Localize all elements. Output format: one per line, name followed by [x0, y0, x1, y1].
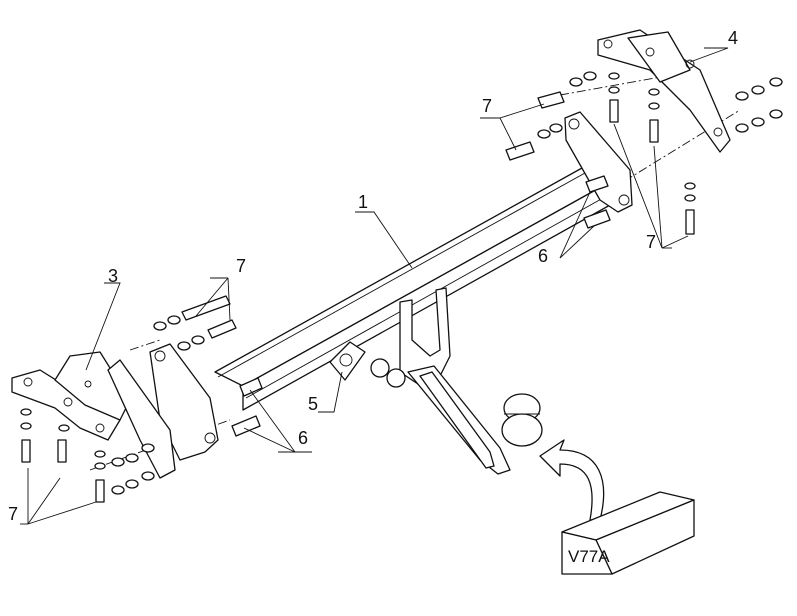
socket-plate	[329, 341, 366, 381]
label-part-7-left-top: 7	[236, 256, 246, 276]
label-part-7-right-top: 7	[482, 96, 492, 116]
label-part-3: 3	[108, 266, 118, 286]
towball-assembly	[370, 287, 543, 475]
label-part-7-right-bottom: 7	[646, 232, 656, 252]
bracket-right	[597, 29, 731, 153]
fasteners-center-right	[583, 175, 611, 229]
fasteners-right-side	[735, 77, 783, 133]
bracket-left	[11, 351, 176, 479]
right-mount-plate	[564, 111, 633, 213]
fasteners-right-bottom	[608, 72, 696, 235]
fasteners-left-side	[111, 443, 155, 495]
fasteners-left-bottom	[20, 408, 106, 503]
label-part-6-left: 6	[298, 428, 308, 448]
label-part-1: 1	[358, 192, 368, 212]
product-box	[561, 491, 695, 575]
label-part-6-right: 6	[538, 246, 548, 266]
fasteners-center-left	[231, 377, 263, 437]
fasteners-right-top	[505, 71, 597, 161]
fasteners-left-top	[153, 295, 237, 351]
label-part-4: 4	[728, 28, 738, 48]
label-part-5: 5	[308, 394, 318, 414]
install-arrow	[539, 439, 605, 521]
label-part-7-left-bottom: 7	[8, 504, 18, 524]
box-label: V77A	[568, 547, 610, 566]
leader-lines	[20, 47, 729, 525]
